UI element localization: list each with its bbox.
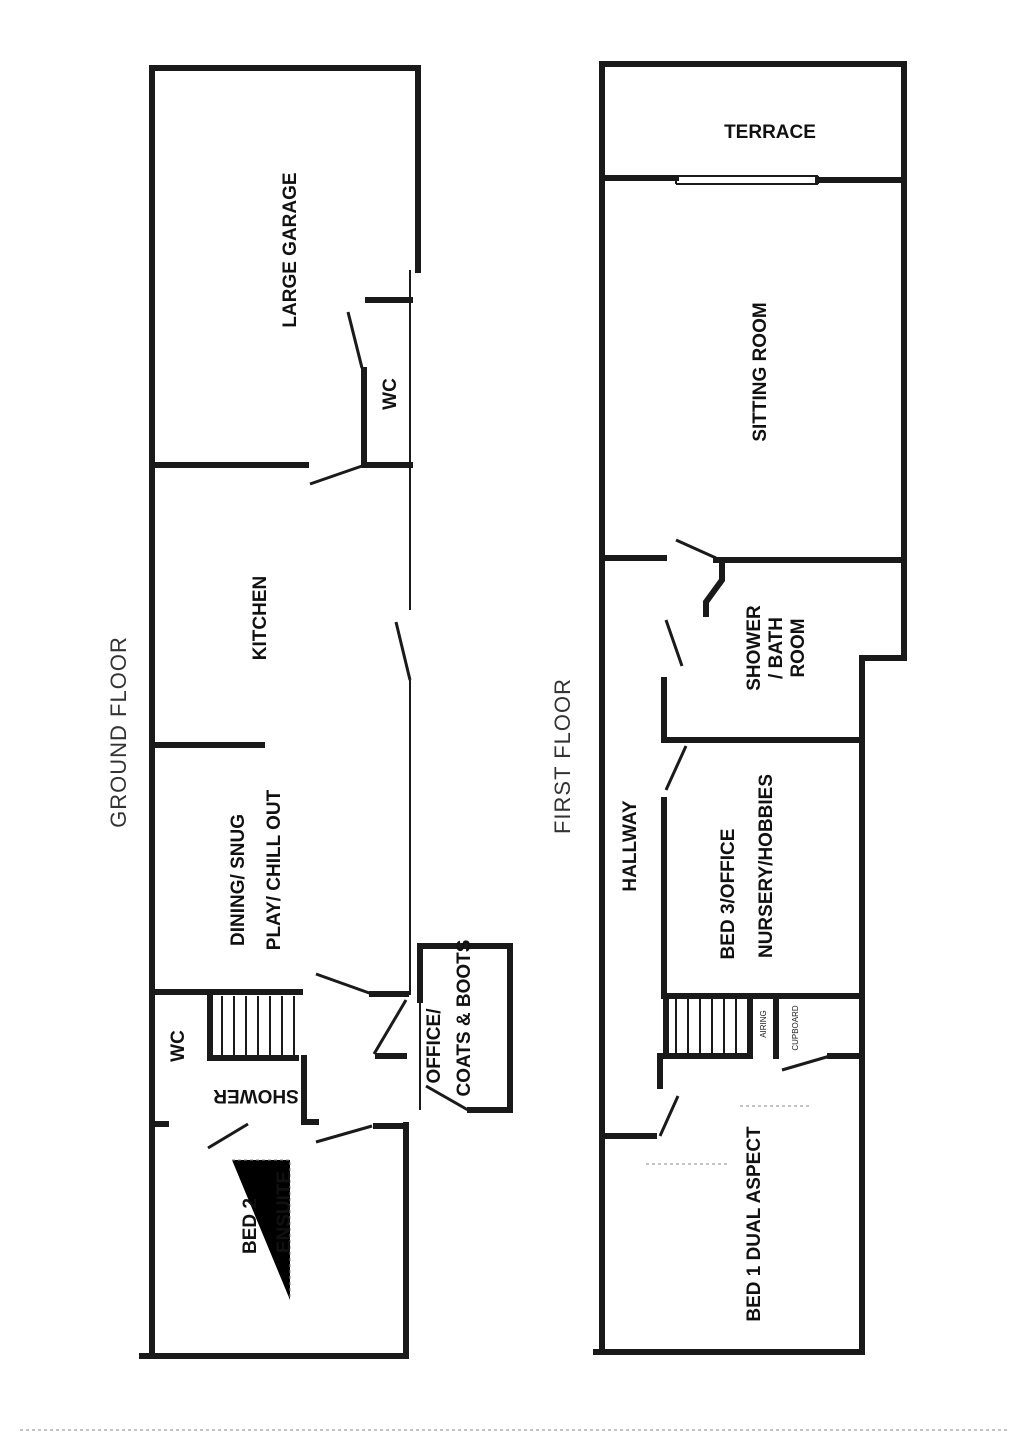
bed2-label-line1: BED 2 [240,1198,261,1254]
office-label-line1: OFFICE/ [424,1008,445,1084]
sitting-room-door [675,538,717,560]
airing-cupboard-door [781,1054,831,1072]
shower-label: SHOWER [213,1085,299,1106]
bed1-door [658,1095,680,1137]
bed1-label: BED 1 DUAL ASPECT [744,1126,765,1322]
bed2-guide [232,1159,291,1300]
wc-lower-label: WC [168,1030,189,1062]
bed3-label-line1: BED 3/OFFICE [718,829,739,960]
shower-wall [301,1055,319,1125]
kitchen-label: KITCHEN [250,576,271,660]
bathroom-wall-left-upper [703,557,725,617]
wc-door [346,311,364,369]
first-floor-title: FIRST FLOOR [550,678,575,834]
sitting-room-label: SITTING ROOM [750,302,771,441]
dining-door [315,972,373,996]
terrace-glazed-door [675,175,819,185]
bathroom-label-line2: / BATH [766,617,787,679]
garage-door [309,464,363,486]
first-stairs [663,993,753,1059]
bathroom-door [664,619,684,667]
hall-door [372,999,408,1055]
ground-floor-plan: LARGE GARAGE WC KITCHEN DINING/ SNUG PLA… [106,65,513,1359]
first-floor-plan: TERRACE SITTING ROOM SHOWER / BATH ROOM … [550,61,907,1355]
bed3-door [664,745,688,791]
kitchen-side-door [394,621,412,681]
dining-label-line2: PLAY/ CHILL OUT [264,789,285,950]
airing-label: AIRING [759,1010,768,1038]
bed2-door [315,1124,373,1144]
terrace-label: TERRACE [724,122,816,143]
hallway-label: HALLWAY [620,800,641,891]
large-garage-label: LARGE GARAGE [280,172,301,327]
ground-stairs [207,991,299,1061]
cupboard-label: CUPBOARD [791,1005,800,1051]
bathroom-door [207,1122,249,1150]
office-door [425,1084,469,1112]
bathroom-label-line1: SHOWER [744,605,765,691]
first-outer-wall-right-upper [859,61,907,661]
wc-upper-label: WC [380,378,401,410]
bed1-guide [646,1105,812,1165]
dining-label-line1: DINING/ SNUG [228,814,249,946]
office-walls [417,943,513,1113]
bed3-label-line2: NURSERY/HOBBIES [756,774,777,958]
bed2-label-line2: ENSUITE [274,1171,295,1253]
bathroom-wall-left-lower [661,677,865,743]
bathroom-label-line3: ROOM [788,618,809,677]
office-label-line2: COATS & BOOTS [454,940,475,1097]
ground-floor-title: GROUND FLOOR [106,636,131,828]
